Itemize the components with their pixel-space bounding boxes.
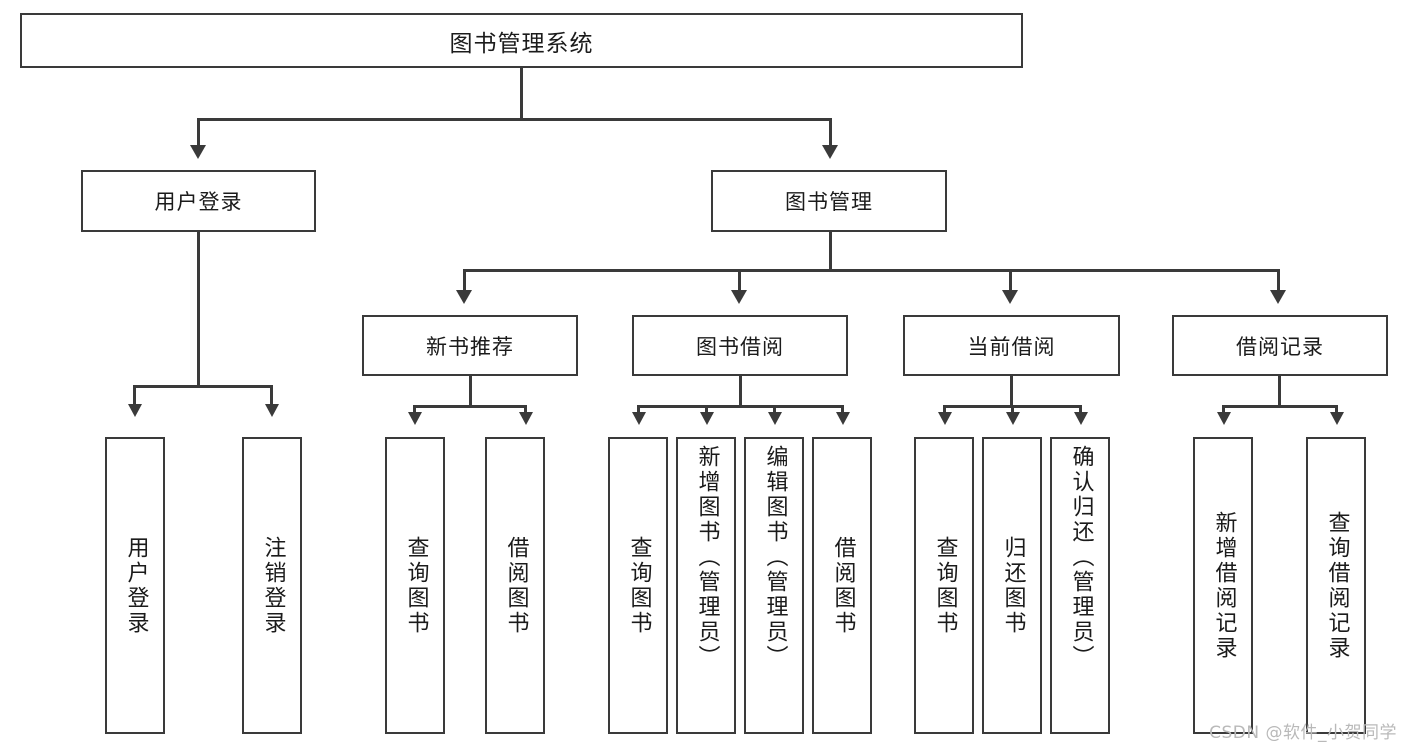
leaf-user-login-logout[interactable]: 注销登录 <box>242 437 302 734</box>
arrow-new-book-leaf-1-icon <box>408 412 422 425</box>
node-label: 新增图书（管理员） <box>694 445 720 670</box>
connector-book-mgmt-bus <box>463 269 1280 272</box>
node-label: 归还图书 <box>1000 535 1026 636</box>
node-new-book-recommend[interactable]: 新书推荐 <box>362 315 578 376</box>
node-root-library-system[interactable]: 图书管理系统 <box>20 13 1023 68</box>
connector-new-book-stem <box>469 376 472 405</box>
connector-new-book-bus <box>413 405 527 408</box>
node-label: 新增借阅记录 <box>1211 510 1237 661</box>
arrow-root-to-user-login-icon <box>190 145 206 159</box>
arrow-book-borrow-leaf-2-icon <box>700 412 714 425</box>
arrow-borrow-record-leaf-2-icon <box>1330 412 1344 425</box>
connector-new-book-branch-2 <box>524 405 527 415</box>
connector-root-to-user-login <box>197 118 200 148</box>
leaf-new-book-borrow-book[interactable]: 借阅图书 <box>485 437 545 734</box>
arrow-book-borrow-leaf-4-icon <box>836 412 850 425</box>
connector-borrow-record-branch-1 <box>1222 405 1225 415</box>
leaf-borrow-record-add-record[interactable]: 新增借阅记录 <box>1193 437 1253 734</box>
connector-current-borrow-branch-1 <box>943 405 946 415</box>
connector-user-login-branch-2 <box>270 385 273 407</box>
node-user-login[interactable]: 用户登录 <box>81 170 316 232</box>
connector-borrow-record-branch-2 <box>1335 405 1338 415</box>
connector-book-mgmt-branch-2 <box>738 269 741 293</box>
connector-book-borrow-bus <box>637 405 843 408</box>
leaf-book-borrow-query-book[interactable]: 查询图书 <box>608 437 668 734</box>
connector-borrow-record-bus <box>1222 405 1338 408</box>
node-label: 用户登录 <box>123 535 149 636</box>
arrow-user-login-leaf-1-icon <box>128 404 142 417</box>
arrow-to-new-book-recommend-icon <box>456 290 472 304</box>
node-label: 借阅图书 <box>503 535 529 636</box>
arrow-current-borrow-leaf-1-icon <box>938 412 952 425</box>
connector-book-borrow-stem <box>739 376 742 405</box>
arrow-user-login-leaf-2-icon <box>265 404 279 417</box>
connector-book-borrow-branch-1 <box>637 405 640 415</box>
leaf-user-login-login[interactable]: 用户登录 <box>105 437 165 734</box>
arrow-to-current-borrow-icon <box>1002 290 1018 304</box>
node-label: 借阅图书 <box>830 535 856 636</box>
leaf-borrow-record-query-record[interactable]: 查询借阅记录 <box>1306 437 1366 734</box>
arrow-root-to-book-mgmt-icon <box>822 145 838 159</box>
node-label: 图书借阅 <box>696 334 784 359</box>
connector-current-borrow-branch-3 <box>1079 405 1082 415</box>
connector-root-bus <box>197 118 832 121</box>
connector-new-book-branch-1 <box>413 405 416 415</box>
connector-current-borrow-branch-2 <box>1011 405 1014 415</box>
node-label: 编辑图书（管理员） <box>762 445 788 670</box>
node-book-management[interactable]: 图书管理 <box>711 170 947 232</box>
connector-book-mgmt-branch-1 <box>463 269 466 293</box>
node-label: 新书推荐 <box>426 334 514 359</box>
node-current-borrow[interactable]: 当前借阅 <box>903 315 1120 376</box>
arrow-to-book-borrow-icon <box>731 290 747 304</box>
node-label: 借阅记录 <box>1236 334 1324 359</box>
connector-current-borrow-stem <box>1010 376 1013 405</box>
connector-book-borrow-branch-2 <box>705 405 708 415</box>
connector-root-stem <box>520 68 523 118</box>
arrow-current-borrow-leaf-3-icon <box>1074 412 1088 425</box>
node-label: 用户登录 <box>154 190 243 214</box>
connector-root-to-book-mgmt <box>829 118 832 148</box>
connector-user-login-bus <box>133 385 273 388</box>
node-book-borrow[interactable]: 图书借阅 <box>632 315 848 376</box>
node-label: 查询图书 <box>626 535 652 636</box>
arrow-book-borrow-leaf-1-icon <box>632 412 646 425</box>
arrow-to-borrow-record-icon <box>1270 290 1286 304</box>
connector-book-mgmt-stem <box>829 232 832 269</box>
arrow-borrow-record-leaf-1-icon <box>1217 412 1231 425</box>
leaf-current-borrow-query-book[interactable]: 查询图书 <box>914 437 974 734</box>
node-label: 当前借阅 <box>967 334 1056 359</box>
connector-book-mgmt-branch-3 <box>1009 269 1012 293</box>
leaf-book-borrow-borrow-book[interactable]: 借阅图书 <box>812 437 872 734</box>
leaf-current-borrow-confirm-return-admin[interactable]: 确认归还（管理员） <box>1050 437 1110 734</box>
connector-book-borrow-branch-4 <box>841 405 844 415</box>
connector-book-mgmt-branch-4 <box>1277 269 1280 293</box>
node-label: 确认归还（管理员） <box>1068 445 1094 670</box>
node-label: 注销登录 <box>260 535 286 636</box>
node-label: 图书管理 <box>785 190 873 214</box>
node-borrow-record[interactable]: 借阅记录 <box>1172 315 1388 376</box>
arrow-current-borrow-leaf-2-icon <box>1006 412 1020 425</box>
node-label: 图书管理系统 <box>449 30 594 57</box>
connector-borrow-record-stem <box>1278 376 1281 405</box>
leaf-current-borrow-return-book[interactable]: 归还图书 <box>982 437 1042 734</box>
node-label: 查询图书 <box>932 535 958 636</box>
leaf-new-book-query-book[interactable]: 查询图书 <box>385 437 445 734</box>
arrow-new-book-leaf-2-icon <box>519 412 533 425</box>
connector-user-login-stem <box>197 232 200 385</box>
node-label: 查询图书 <box>403 535 429 636</box>
arrow-book-borrow-leaf-3-icon <box>768 412 782 425</box>
connector-book-borrow-branch-3 <box>773 405 776 415</box>
node-label: 查询借阅记录 <box>1324 510 1350 661</box>
connector-user-login-branch-1 <box>133 385 136 407</box>
leaf-book-borrow-edit-book-admin[interactable]: 编辑图书（管理员） <box>744 437 804 734</box>
leaf-book-borrow-add-book-admin[interactable]: 新增图书（管理员） <box>676 437 736 734</box>
